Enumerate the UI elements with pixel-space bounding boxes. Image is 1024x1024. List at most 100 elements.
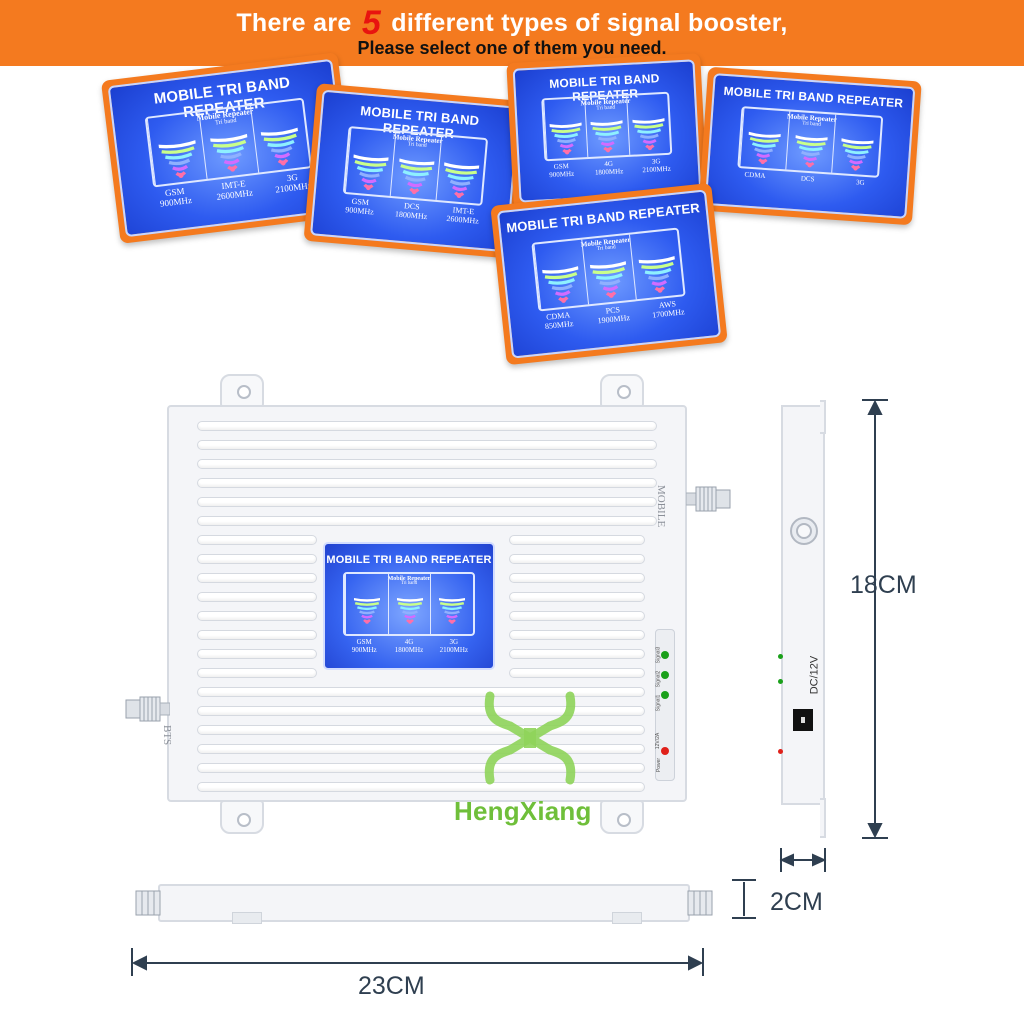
banner-headline: There are 5 different types of signal bo… xyxy=(0,3,1024,40)
heat-sink-rib xyxy=(197,421,657,431)
heat-sink-rib xyxy=(197,782,645,792)
booster-lcd-subtitle-tri: Tri band xyxy=(400,581,418,586)
heat-sink-rib xyxy=(197,687,645,697)
signal2-led xyxy=(661,671,669,679)
side-ear-bottom xyxy=(820,798,826,838)
heat-sink-rib xyxy=(197,630,317,640)
heat-sink-rib xyxy=(197,611,317,621)
signal-cone-icon xyxy=(396,597,423,624)
signal-cone-icon xyxy=(442,162,480,198)
heat-sink-rib xyxy=(197,459,657,469)
bts-antenna-connector-icon xyxy=(125,696,170,722)
heat-sink-rib xyxy=(509,649,645,659)
heat-sink-rib xyxy=(197,554,317,564)
signal-cone-icon xyxy=(208,133,248,172)
lcd-band-cell xyxy=(739,108,790,170)
lcd-band-cell xyxy=(387,574,430,634)
signal-cone-icon xyxy=(637,255,676,293)
heat-sink-rib xyxy=(197,592,317,602)
heat-sink-rib xyxy=(197,668,317,678)
booster-lcd-band-panel: Mobile Repeater Tri band xyxy=(343,572,475,636)
mounting-ear-top-left xyxy=(220,374,264,408)
led-indicator-strip: Signal3 Signal2 Signal1 12V/2A Power xyxy=(655,629,675,781)
lcd-band-cell xyxy=(581,234,636,305)
signal-cone-icon xyxy=(260,127,300,166)
heat-sink-rib xyxy=(509,554,645,564)
mounting-hole xyxy=(617,385,631,399)
heat-sink-rib xyxy=(197,535,317,545)
lcd-band-cell xyxy=(584,95,629,158)
banner-headline-number: 5 xyxy=(361,4,382,42)
signal-cone-icon xyxy=(354,597,381,624)
signal-cone-icon xyxy=(839,138,874,171)
lcd-band-cell xyxy=(345,128,396,196)
lcd-band-cell xyxy=(198,106,259,179)
depth-dimension-label: 2CM xyxy=(770,888,823,916)
side-power-led xyxy=(778,749,783,754)
lcd-band-cell xyxy=(625,93,671,155)
lcd-band-cell xyxy=(435,136,486,204)
booster-lcd-title: MOBILE TRI BAND REPEATER xyxy=(326,554,492,566)
heat-sink-rib xyxy=(509,535,645,545)
band-name: GSM xyxy=(356,638,372,646)
bottom-connector-left-icon xyxy=(135,890,161,916)
banner-headline-suffix: different types of signal booster, xyxy=(391,9,788,37)
side-signal-led xyxy=(778,654,783,659)
booster-lcd-panel: MOBILE TRI BAND REPEATER Mobile Repeater… xyxy=(323,542,495,670)
bottom-connector-right-icon xyxy=(687,890,713,916)
width-dimension-label: 23CM xyxy=(358,972,425,1000)
height-dimension-label: 18CM xyxy=(850,571,917,599)
dc-jack-pin xyxy=(801,717,805,723)
lcd-band-cell xyxy=(831,114,882,176)
signal-cone-icon xyxy=(793,134,828,168)
band-freq: 900MHz xyxy=(351,646,377,655)
band-name: 4G xyxy=(404,638,414,646)
band-freq: 2100MHz xyxy=(439,646,468,655)
signal-cone-icon xyxy=(438,597,465,624)
signal-cone-icon xyxy=(631,117,666,151)
mounting-ear-bottom-left xyxy=(220,800,264,834)
heat-sink-rib xyxy=(197,725,645,735)
lcd-band-cell xyxy=(543,98,588,160)
heat-sink-rib xyxy=(509,630,645,640)
heat-sink-rib xyxy=(197,440,657,450)
signal-cone-icon xyxy=(352,154,390,191)
mounting-hole xyxy=(617,813,631,827)
lcd-band-cell xyxy=(430,574,472,634)
heat-sink-rib xyxy=(197,478,657,488)
heat-sink-rib xyxy=(197,497,657,507)
bottom-foot-left xyxy=(232,912,262,924)
lcd-band-cell xyxy=(785,111,836,173)
band-name: 3G xyxy=(449,638,459,646)
signal1-led xyxy=(661,691,669,699)
side-connector-icon xyxy=(790,517,818,545)
booster-side-view: DC/12V xyxy=(778,405,825,805)
signal-cone-icon xyxy=(590,120,625,153)
booster-lcd-subtitle: Mobile Repeater Tri band xyxy=(345,576,472,587)
lcd-band-cell xyxy=(629,229,684,300)
heat-sink-rib xyxy=(197,649,317,659)
signal-cone-icon xyxy=(541,265,580,303)
brand-watermark: HengXiang xyxy=(454,796,592,826)
heat-sink-rib xyxy=(509,592,645,602)
top-banner: There are 5 different types of signal bo… xyxy=(0,0,1024,66)
mobile-antenna-connector-icon xyxy=(686,486,731,512)
booster-bottom-view xyxy=(158,884,690,924)
heat-sink-rib xyxy=(197,516,657,526)
side-signal-led xyxy=(778,679,783,684)
mounting-hole xyxy=(237,385,251,399)
heat-sink-rib xyxy=(197,573,317,583)
